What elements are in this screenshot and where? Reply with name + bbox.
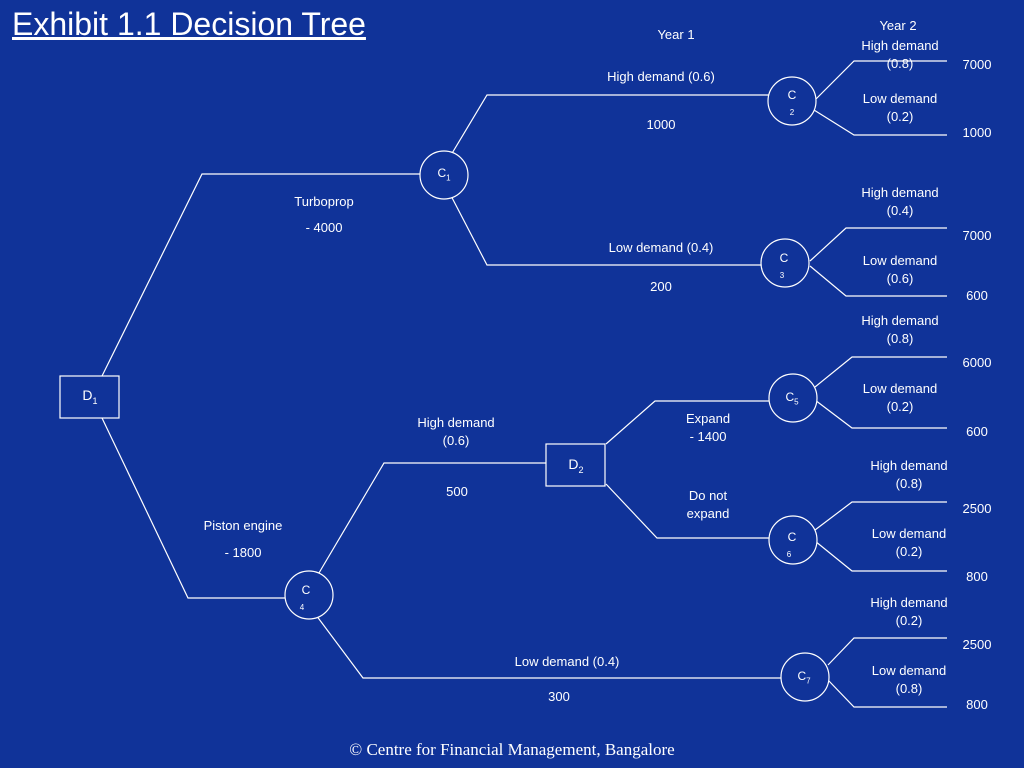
decision-expand-label: Expand- 1400 <box>685 411 731 444</box>
branch-c6-low <box>814 540 947 572</box>
c4-low-value: 300 <box>548 689 570 704</box>
payoff-c7-high: 2500 <box>962 637 992 652</box>
node-label-c7: C7 <box>797 669 811 686</box>
branch-c4-low <box>315 614 781 679</box>
branch-c7-low <box>827 679 947 708</box>
branch-piston <box>101 417 285 599</box>
c4-low-label: Low demand (0.4) <box>514 654 620 669</box>
c4-high-value: 500 <box>446 484 468 499</box>
c1-high-value: 1000 <box>646 117 676 132</box>
c5-low-label: Low demand(0.2) <box>862 381 938 414</box>
payoff-c3-high: 7000 <box>962 228 992 243</box>
c2-low-label: Low demand(0.2) <box>862 91 938 124</box>
branch-c7-high <box>827 637 947 666</box>
chance-node-c7 <box>780 652 830 702</box>
branch-c3-low <box>809 265 947 297</box>
decision-turboprop-label: Turboprop <box>294 194 354 209</box>
c6-high-label: High demand(0.8) <box>870 458 948 491</box>
decision-piston-cost: - 1800 <box>224 545 262 560</box>
c5-high-label: High demand(0.8) <box>861 313 939 346</box>
branch-turboprop <box>101 173 420 377</box>
payoff-c2-low: 1000 <box>962 125 992 140</box>
c6-low-label: Low demand(0.2) <box>871 526 947 559</box>
chance-node-c4 <box>284 570 334 620</box>
payoff-c2-high: 7000 <box>962 57 992 72</box>
decision-turboprop-cost: - 4000 <box>305 220 343 235</box>
decision-node-d2 <box>545 443 606 487</box>
branch-c2-low <box>813 109 947 136</box>
payoff-c3-low: 600 <box>966 288 988 303</box>
branch-c1-high <box>447 94 770 161</box>
c7-low-label: Low demand(0.8) <box>871 663 947 696</box>
footer-copyright: © Centre for Financial Management, Banga… <box>349 740 675 759</box>
year-2-header: Year 2 <box>879 18 917 33</box>
page-title: Exhibit 1.1 Decision Tree <box>12 6 366 42</box>
branch-no-expand <box>605 483 770 539</box>
branch-c6-high <box>814 501 947 531</box>
c7-high-label: High demand(0.2) <box>870 595 948 628</box>
decision-node-d1 <box>59 375 120 419</box>
c1-low-value: 200 <box>650 279 672 294</box>
payoff-c6-low: 800 <box>966 569 988 584</box>
branch-c3-high <box>809 227 947 262</box>
chance-node-c2 <box>767 76 817 126</box>
branch-expand <box>605 400 770 445</box>
c3-low-label: Low demand(0.6) <box>862 253 938 286</box>
payoff-c5-low: 600 <box>966 424 988 439</box>
chance-node-c1 <box>419 150 469 200</box>
decision-piston-label: Piston engine <box>203 518 283 533</box>
branch-c5-high <box>814 356 947 388</box>
c3-high-label: High demand(0.4) <box>861 185 939 218</box>
c1-low-label: Low demand (0.4) <box>608 240 714 255</box>
c4-high-label: High demand(0.6) <box>417 415 495 448</box>
branch-c4-high <box>315 462 546 579</box>
node-label-c1: C1 <box>437 166 451 183</box>
payoff-c7-low: 800 <box>966 697 988 712</box>
chance-node-c6 <box>768 515 818 565</box>
c2-high-label: High demand(0.8) <box>861 38 939 71</box>
chance-node-c5 <box>768 373 818 423</box>
node-label-d1: D1 <box>82 387 98 406</box>
branch-c5-low <box>814 399 947 429</box>
branch-c1-low <box>447 189 762 266</box>
node-label-d2: D2 <box>568 456 584 475</box>
chance-node-c3 <box>760 238 810 288</box>
payoff-c5-high: 6000 <box>962 355 992 370</box>
branch-c2-high <box>813 60 947 102</box>
payoff-c6-high: 2500 <box>962 501 992 516</box>
node-label-c5: C5 <box>785 390 799 407</box>
c1-high-label: High demand (0.6) <box>607 69 715 84</box>
year-1-header: Year 1 <box>657 27 695 42</box>
